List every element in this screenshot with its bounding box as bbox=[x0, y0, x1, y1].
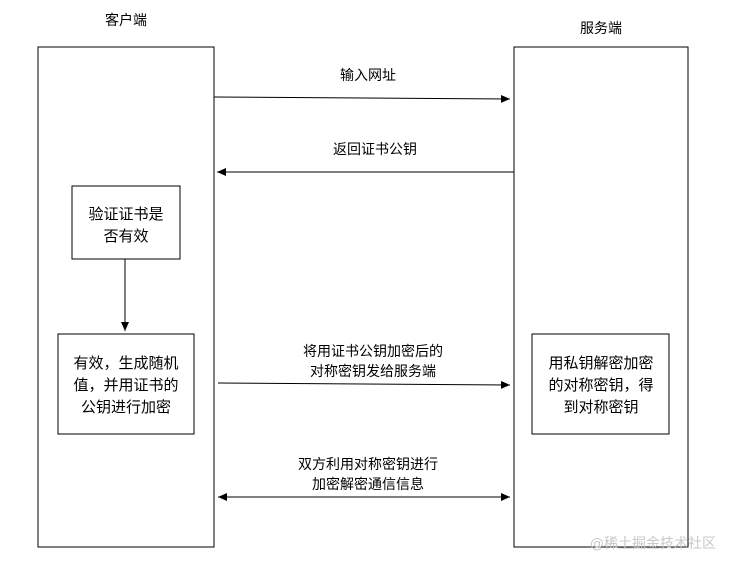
message-request-url: 输入网址 bbox=[213, 68, 511, 103]
message-label: 返回证书公钥 bbox=[333, 142, 417, 158]
arrow-to-server bbox=[213, 94, 511, 103]
watermark: @稀土掘金技术社区 bbox=[590, 536, 716, 552]
process-text-line: 的对称密钥，得 bbox=[548, 376, 653, 394]
process-text-line: 有效，生成随机 bbox=[73, 354, 178, 372]
process-text-line: 否有效 bbox=[103, 227, 148, 245]
message-label: 将用证书公钥加密后的 bbox=[303, 343, 443, 360]
server-label: 服务端 bbox=[580, 21, 622, 37]
message-label: 输入网址 bbox=[340, 68, 396, 84]
client-step-verify-cert: 验证证书是 否有效 bbox=[71, 185, 181, 260]
message-return-cert: 返回证书公钥 bbox=[217, 142, 514, 176]
arrow-to-server bbox=[217, 380, 511, 389]
process-box bbox=[531, 333, 670, 435]
message-label: 双方利用对称密钥进行 bbox=[298, 456, 438, 473]
process-text-line: 用私钥解密加密 bbox=[548, 354, 653, 372]
process-box bbox=[71, 185, 181, 260]
server-lifeline bbox=[513, 46, 689, 548]
message-send-encrypted-key: 将用证书公钥加密后的 对称密钥发给服务端 bbox=[217, 343, 511, 389]
server-step-decrypt: 用私钥解密加密 的对称密钥，得 到对称密钥 bbox=[531, 333, 670, 435]
process-box bbox=[57, 333, 195, 435]
process-text-line: 公钥进行加密 bbox=[81, 398, 171, 416]
client-lifeline bbox=[37, 46, 215, 548]
process-text-line: 值，并用证书的 bbox=[73, 376, 178, 394]
client-label: 客户端 bbox=[105, 12, 147, 29]
process-text-line: 验证证书是 bbox=[88, 205, 163, 223]
message-label: 对称密钥发给服务端 bbox=[310, 363, 436, 380]
message-label: 加密解密通信信息 bbox=[312, 476, 424, 493]
message-symmetric-communication: 双方利用对称密钥进行 加密解密通信信息 bbox=[218, 456, 510, 501]
process-text-line: 到对称密钥 bbox=[563, 398, 638, 416]
client-step-encrypt: 有效，生成随机 值，并用证书的 公钥进行加密 bbox=[57, 333, 195, 435]
